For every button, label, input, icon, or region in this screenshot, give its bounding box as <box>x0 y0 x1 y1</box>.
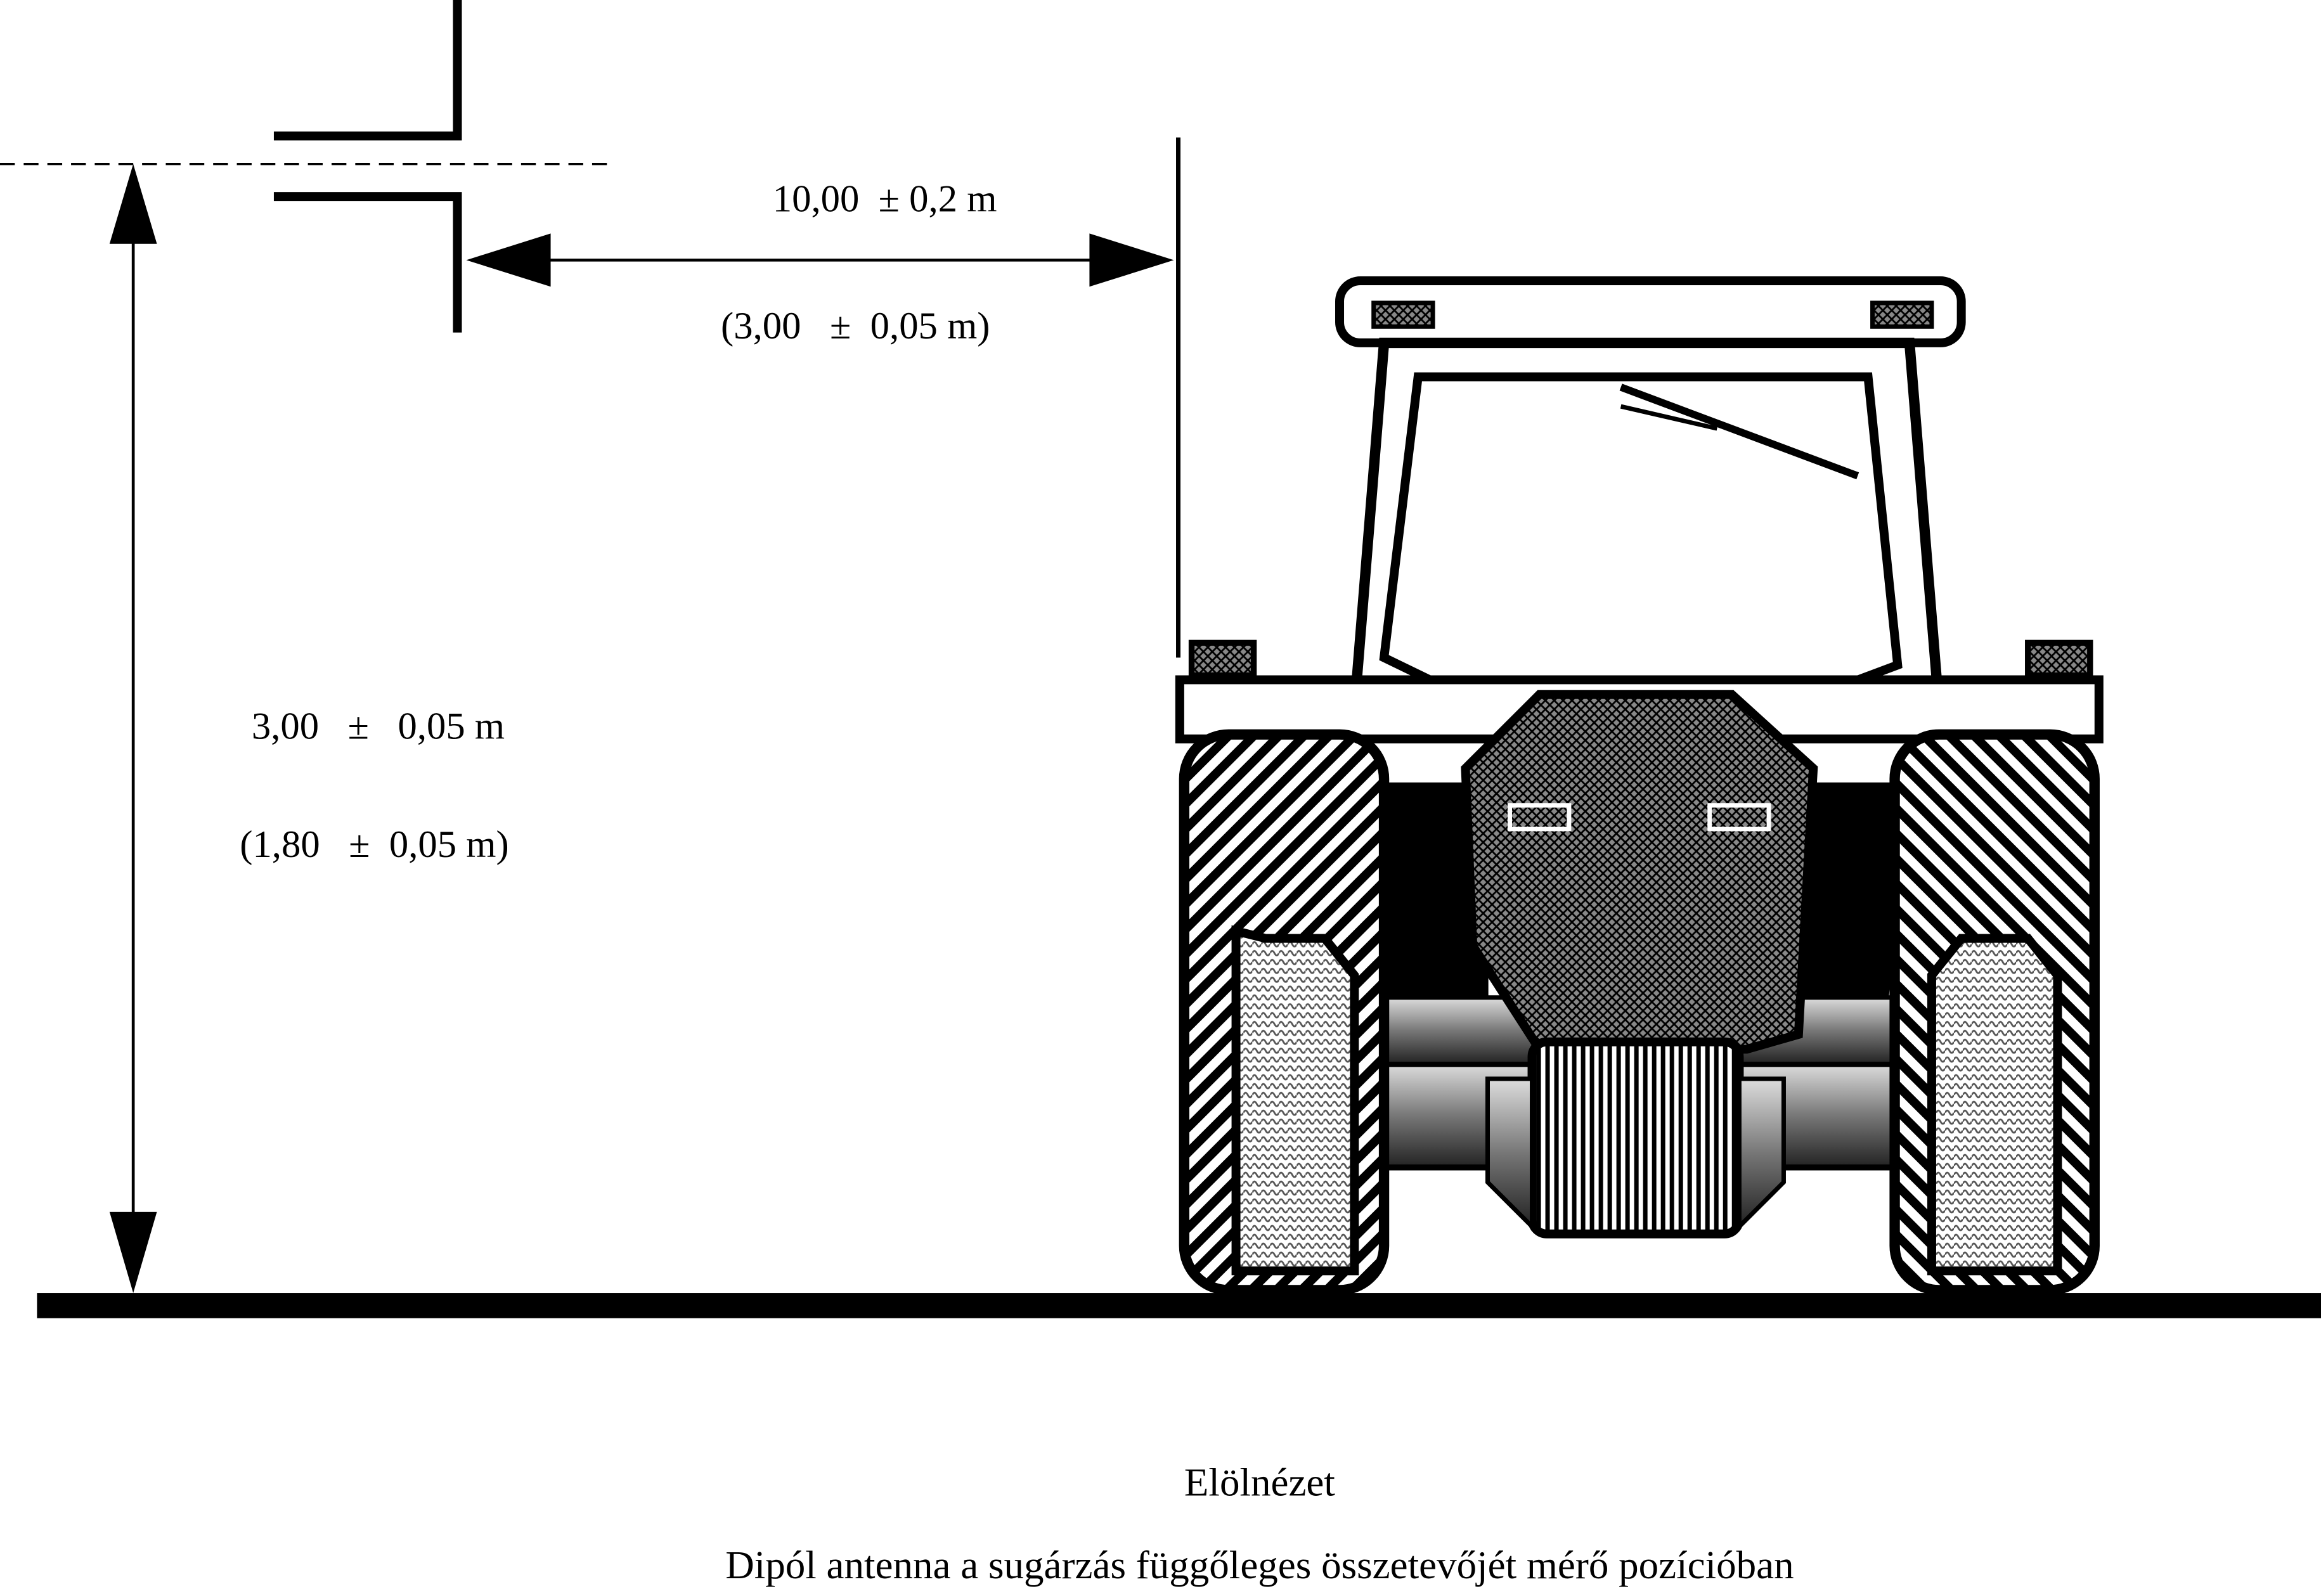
distance-alt-label: (3,00 ± 0,05 m) <box>721 305 990 347</box>
figure-title: Dipól antenna a sugárzás függőleges össz… <box>725 1543 1794 1587</box>
height-dimension-arrow <box>109 164 157 1294</box>
grille <box>1527 1037 1744 1239</box>
distance-dimension-arrow <box>466 233 1174 287</box>
wiper <box>1619 383 1859 480</box>
dipole-antenna <box>273 0 462 333</box>
distance-label: 10,00 ± 0,2 m <box>773 177 997 220</box>
windshield <box>1379 372 1903 688</box>
ground-line <box>37 1293 2321 1318</box>
tractor-front-view <box>1175 276 2104 1296</box>
height-alt-label: (1,80 ± 0,05 m) <box>240 823 508 866</box>
height-label: 3,00 ± 0,05 m <box>252 705 505 748</box>
left-wheel <box>1179 729 1390 1296</box>
view-caption: Elölnézet <box>1184 1460 1335 1504</box>
hood <box>1461 690 1818 1054</box>
right-wheel <box>1889 729 2100 1296</box>
